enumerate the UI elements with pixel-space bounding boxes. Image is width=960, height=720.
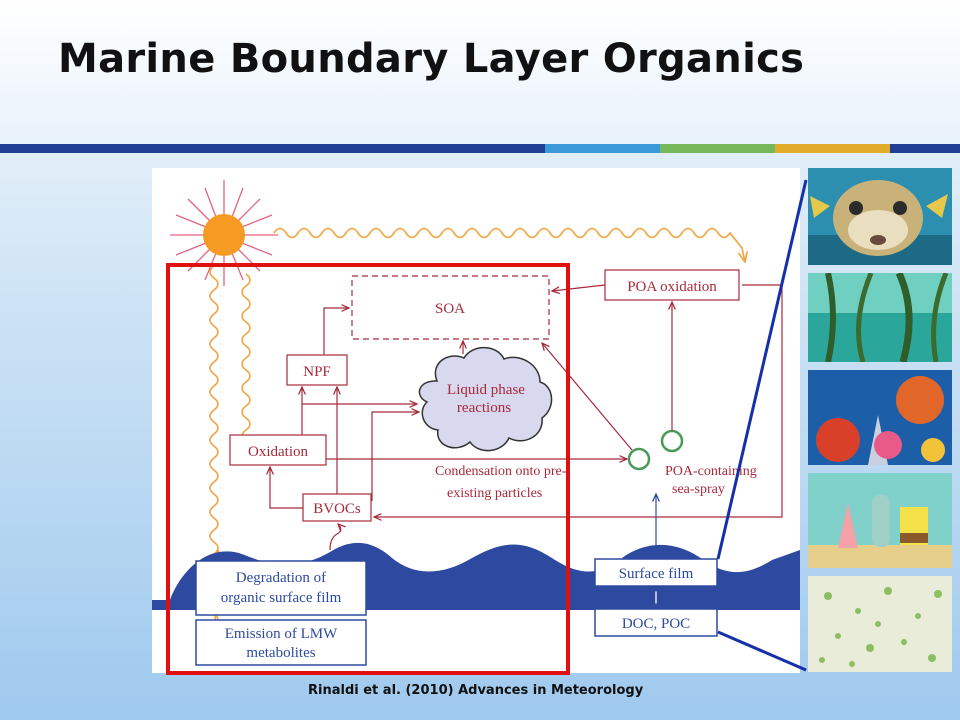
coral-reef-photo xyxy=(808,370,952,465)
poa-spray-label-line-2: sea-spray xyxy=(672,482,725,497)
condensation-label-line-1: Condensation onto pre- xyxy=(435,464,567,479)
soa-label: SOA xyxy=(435,301,465,317)
doc-poc-label: DOC, POC xyxy=(622,616,690,632)
bvocs-label: BVOCs xyxy=(313,501,361,517)
poa-spray-label-line-1: POA-containing xyxy=(665,464,757,479)
pre-existing-particle xyxy=(627,447,651,471)
accent-bar-segment-2 xyxy=(545,144,660,153)
npf-label: NPF xyxy=(303,364,331,380)
accent-bar-segment-1 xyxy=(0,144,545,153)
plankton-photo xyxy=(808,576,952,672)
diagram-svg: SOA POA oxidation NPF Liquid phase react… xyxy=(152,180,800,666)
pufferfish-photo xyxy=(808,168,952,265)
radiation-wave-top xyxy=(273,227,745,263)
radiation-wave-down-2 xyxy=(241,273,256,450)
coral-reef-svg xyxy=(808,370,952,465)
doc-poc-box xyxy=(594,608,718,637)
accent-bar-segment-3 xyxy=(660,144,775,153)
degradation-label-line-1: Degradation of xyxy=(236,570,326,586)
surface-film-box xyxy=(594,558,718,587)
liquid-phase-label-line-2: reactions xyxy=(457,400,511,416)
slide-title: Marine Boundary Layer Organics xyxy=(58,36,805,82)
plankton-svg xyxy=(808,576,952,672)
slide-header: Marine Boundary Layer Organics xyxy=(0,0,960,145)
surface-film-label: Surface film xyxy=(619,566,694,582)
sun-rays xyxy=(170,180,278,286)
condensation-label-line-2: existing particles xyxy=(447,486,542,501)
accent-bar-segment-5 xyxy=(890,144,960,153)
degradation-label-line-2: organic surface film xyxy=(221,590,342,606)
oxidation-label: Oxidation xyxy=(248,444,308,460)
marine-organics-diagram: SOA POA oxidation NPF Liquid phase react… xyxy=(152,168,800,673)
kelp-forest-svg xyxy=(808,273,952,362)
emission-label-line-2: metabolites xyxy=(246,645,315,661)
poa-oxidation-label: POA oxidation xyxy=(627,279,717,295)
liquid-phase-label-line-1: Liquid phase xyxy=(447,382,525,398)
sea-spray-particle xyxy=(660,429,684,453)
cartoon-svg xyxy=(808,473,952,568)
emission-label-line-1: Emission of LMW xyxy=(225,626,338,642)
kelp-forest-photo xyxy=(808,273,952,362)
sun-icon xyxy=(203,214,245,256)
cartoon-photo xyxy=(808,473,952,568)
accent-bar-segment-4 xyxy=(775,144,890,153)
citation: Rinaldi et al. (2010) Advances in Meteor… xyxy=(308,683,644,698)
pufferfish-svg xyxy=(808,168,952,265)
